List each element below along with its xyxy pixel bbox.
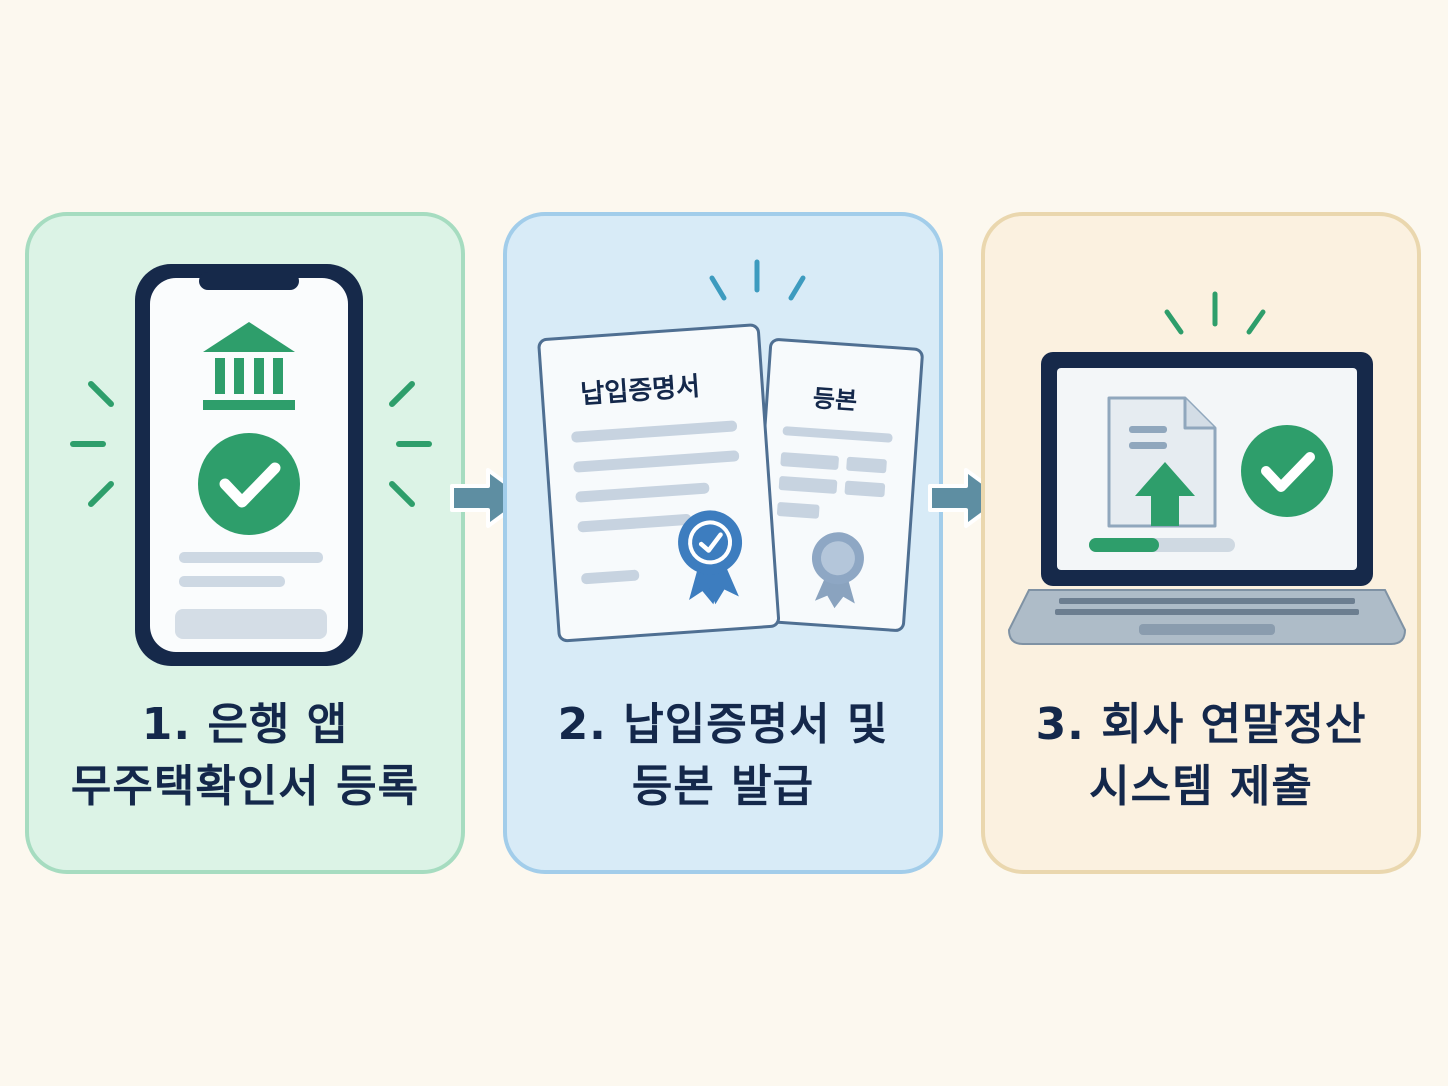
check-circle-icon <box>1241 425 1333 517</box>
check-circle-icon <box>198 433 300 535</box>
sparkle-icon <box>709 259 806 301</box>
step-2-caption: 2. 납입증명서 및 등본 발급 <box>517 694 929 818</box>
step-2-title-line1: 2. 납입증명서 및 <box>517 694 929 756</box>
step-1-title-text-1: 은행 앱 <box>207 699 349 750</box>
step-2-title-text-1: 납입증명서 및 <box>623 699 889 750</box>
step-card-3: 3. 회사 연말정산 시스템 제출 <box>981 212 1421 874</box>
award-ribbon-icon <box>811 532 864 609</box>
step-2-number: 2. <box>557 699 607 750</box>
step-3-title-text-1: 회사 연말정산 <box>1101 699 1367 750</box>
sparkle-icon <box>1164 291 1266 335</box>
step-3-title-line1: 3. 회사 연말정산 <box>995 694 1407 756</box>
laptop-icon <box>1007 291 1407 645</box>
smartphone-icon <box>70 264 432 666</box>
bank-icon <box>203 322 295 410</box>
award-ribbon-icon <box>678 510 743 605</box>
step-1-title-line2: 무주택확인서 등록 <box>70 761 420 812</box>
document-right: 등본 <box>750 338 924 632</box>
document-left: 납입증명서 <box>537 323 781 643</box>
step-1-caption: 1. 은행 앱 무주택확인서 등록 <box>39 694 451 818</box>
step-1-title-line1: 1. 은행 앱 <box>39 694 451 756</box>
upload-icon <box>1107 396 1217 528</box>
upload-progress-bar <box>1089 538 1235 552</box>
step-2-title-line2: 등본 발급 <box>631 761 815 812</box>
document-icon: 등본 납입증명서 <box>537 259 924 643</box>
step-3-number: 3. <box>1035 699 1085 750</box>
step-card-1: 1. 은행 앱 무주택확인서 등록 <box>25 212 465 874</box>
step-3-title-line2: 시스템 제출 <box>1089 761 1313 812</box>
document-right-title: 등본 <box>812 384 858 415</box>
step-3-caption: 3. 회사 연말정산 시스템 제출 <box>995 694 1407 818</box>
step-card-2: 등본 납입증명서 <box>503 212 943 874</box>
sparkle-icon <box>70 381 432 507</box>
step-1-number: 1. <box>141 699 192 750</box>
